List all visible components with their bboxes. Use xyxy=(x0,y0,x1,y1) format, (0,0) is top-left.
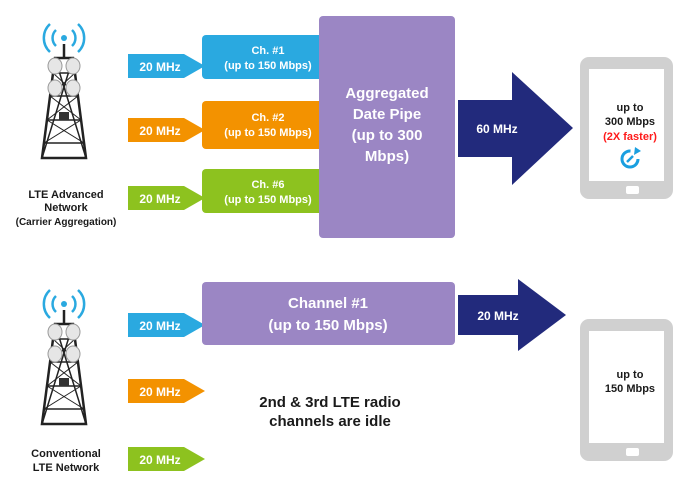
top-tower-label-3: (Carrier Aggregation) xyxy=(16,217,117,228)
top-input-arrow-orange: 20 MHz xyxy=(128,118,205,142)
top-output-arrow: 60 MHz xyxy=(458,72,573,185)
svg-text:20 MHz: 20 MHz xyxy=(139,124,180,138)
svg-text:20 MHz: 20 MHz xyxy=(477,309,518,323)
svg-text:(up to 300: (up to 300 xyxy=(352,127,423,144)
svg-text:Ch. #2: Ch. #2 xyxy=(251,112,284,124)
bottom-input-arrow-blue: 20 MHz xyxy=(128,313,205,337)
svg-text:Aggregated: Aggregated xyxy=(345,85,428,102)
svg-text:Ch. #1: Ch. #1 xyxy=(251,45,284,57)
bottom-input-arrow-green: 20 MHz xyxy=(128,447,205,471)
svg-text:60 MHz: 60 MHz xyxy=(476,122,517,136)
svg-text:up to: up to xyxy=(617,102,644,114)
svg-text:20 MHz: 20 MHz xyxy=(139,192,180,206)
svg-text:20 MHz: 20 MHz xyxy=(139,385,180,399)
bottom-tower-label-1: Conventional xyxy=(31,448,101,460)
svg-text:Channel #1: Channel #1 xyxy=(288,295,368,312)
top-channel-6-box: Ch. #6 (up to 150 Mbps) xyxy=(202,169,338,213)
svg-text:(up to 150 Mbps): (up to 150 Mbps) xyxy=(224,127,312,139)
bottom-phone-device: up to 150 Mbps xyxy=(580,319,673,461)
svg-text:20 MHz: 20 MHz xyxy=(139,60,180,74)
svg-text:Mbps): Mbps) xyxy=(365,148,409,165)
svg-text:300 Mbps: 300 Mbps xyxy=(605,116,655,128)
aggregated-data-pipe: Aggregated Date Pipe (up to 300 Mbps) xyxy=(319,16,455,238)
svg-text:(up to 150 Mbps): (up to 150 Mbps) xyxy=(224,194,312,206)
bottom-channel-1-box: Channel #1 (up to 150 Mbps) xyxy=(202,282,455,345)
speed-refresh-icon xyxy=(620,147,641,169)
idle-note-line-2: channels are idle xyxy=(269,413,391,430)
top-phone-device: up to 300 Mbps (2X faster) xyxy=(580,57,673,199)
svg-text:150 Mbps: 150 Mbps xyxy=(605,383,655,395)
svg-text:20 MHz: 20 MHz xyxy=(139,453,180,467)
top-tower-label-1: LTE Advanced xyxy=(28,189,103,201)
idle-note-line-1: 2nd & 3rd LTE radio xyxy=(259,394,400,411)
lte-advanced-tower-icon xyxy=(40,22,88,160)
top-channel-1-box: Ch. #1 (up to 150 Mbps) xyxy=(202,35,338,79)
svg-text:(up to 150 Mbps): (up to 150 Mbps) xyxy=(268,317,387,334)
top-tower-label-2: Network xyxy=(44,202,88,214)
svg-text:(2X faster): (2X faster) xyxy=(603,131,657,143)
svg-text:(up to 150 Mbps): (up to 150 Mbps) xyxy=(224,60,312,72)
bottom-tower-label-2: LTE Network xyxy=(33,462,100,474)
svg-text:Ch. #6: Ch. #6 xyxy=(251,179,284,191)
svg-text:up to: up to xyxy=(617,369,644,381)
bottom-output-arrow: 20 MHz xyxy=(458,279,566,351)
top-input-arrow-blue: 20 MHz xyxy=(128,54,205,78)
top-channel-2-box: Ch. #2 (up to 150 Mbps) xyxy=(202,101,338,149)
svg-text:20 MHz: 20 MHz xyxy=(139,319,180,333)
conventional-tower-icon xyxy=(40,288,88,426)
bottom-input-arrow-orange: 20 MHz xyxy=(128,379,205,403)
svg-text:Date Pipe: Date Pipe xyxy=(353,106,421,123)
top-input-arrow-green: 20 MHz xyxy=(128,186,205,210)
